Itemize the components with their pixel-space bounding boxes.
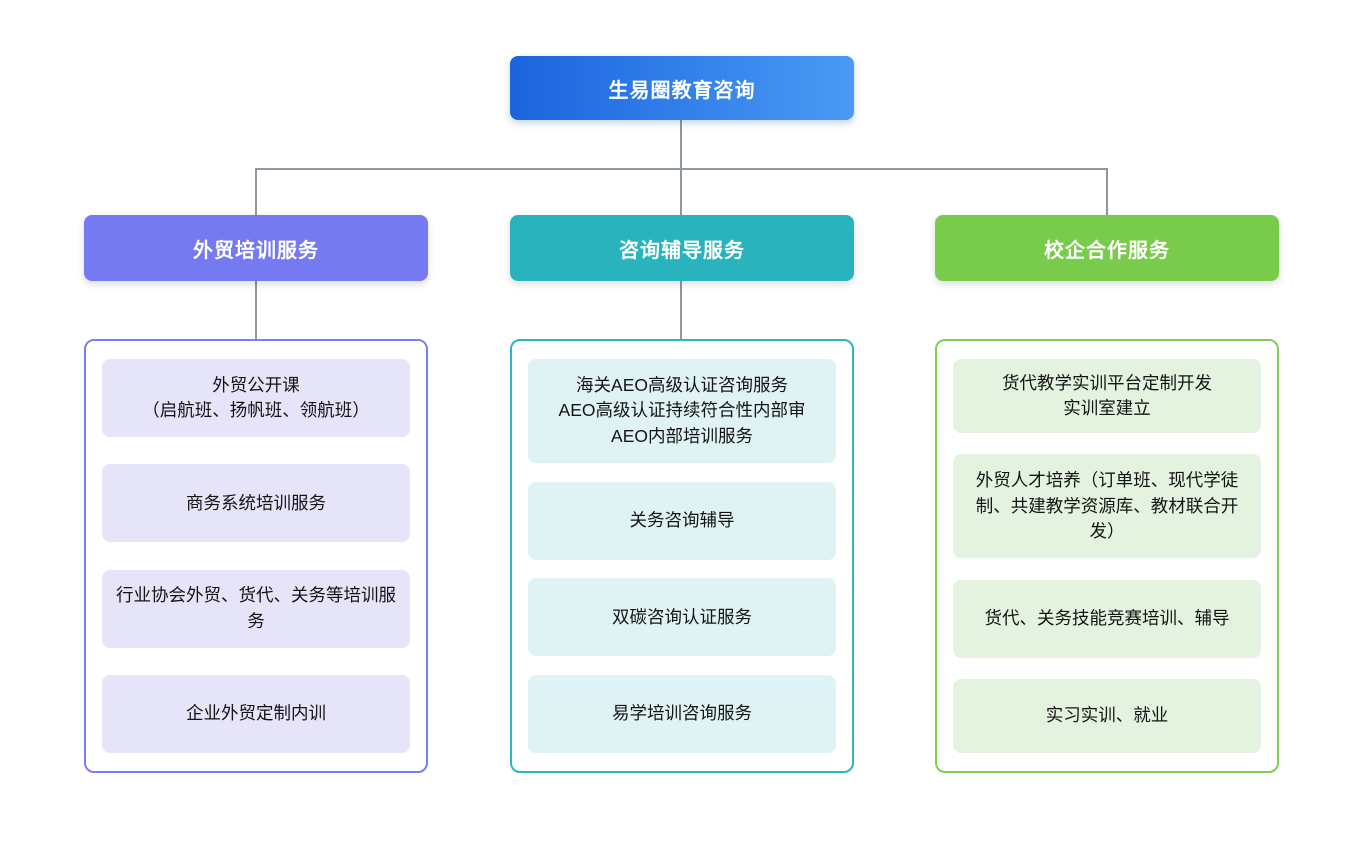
branch-header-consulting: 咨询辅导服务 — [510, 215, 854, 281]
leaf-node: 外贸公开课 （启航班、扬帆班、领航班） — [102, 359, 410, 437]
leaf-node: 商务系统培训服务 — [102, 464, 410, 543]
leaf-node: 企业外贸定制内训 — [102, 674, 410, 753]
leaf-node: 海关AEO高级认证咨询服务 AEO高级认证持续符合性内部审 AEO内部培训服务 — [528, 359, 836, 463]
leaf-node: 双碳咨询认证服务 — [528, 578, 836, 657]
leaf-node: 易学培训咨询服务 — [528, 674, 836, 753]
connector-sub-branch-1 — [255, 281, 257, 340]
connector-drop-branch-3 — [1106, 168, 1108, 215]
leaf-node: 货代、关务技能竞赛培训、辅导 — [953, 579, 1261, 658]
leaf-node: 货代教学实训平台定制开发 实训室建立 — [953, 359, 1261, 433]
leaf-node: 行业协会外贸、货代、关务等培训服务 — [102, 569, 410, 648]
branch-box-consulting: 海关AEO高级认证咨询服务 AEO高级认证持续符合性内部审 AEO内部培训服务 … — [510, 339, 854, 773]
connector-root-vertical — [680, 119, 682, 168]
branch-header-trade-training: 外贸培训服务 — [84, 215, 428, 281]
connector-sub-branch-2 — [680, 281, 682, 340]
leaf-node: 关务咨询辅导 — [528, 481, 836, 560]
leaf-node: 外贸人才培养（订单班、现代学徒制、共建教学资源库、教材联合开发） — [953, 454, 1261, 559]
connector-drop-branch-1 — [255, 168, 257, 215]
leaf-node: 实习实训、就业 — [953, 678, 1261, 753]
connector-drop-branch-2 — [680, 168, 682, 215]
root-node: 生易圈教育咨询 — [510, 56, 854, 120]
branch-box-school-enterprise: 货代教学实训平台定制开发 实训室建立 外贸人才培养（订单班、现代学徒制、共建教学… — [935, 339, 1279, 773]
branch-box-trade-training: 外贸公开课 （启航班、扬帆班、领航班） 商务系统培训服务 行业协会外贸、货代、关… — [84, 339, 428, 773]
branch-header-school-enterprise: 校企合作服务 — [935, 215, 1279, 281]
